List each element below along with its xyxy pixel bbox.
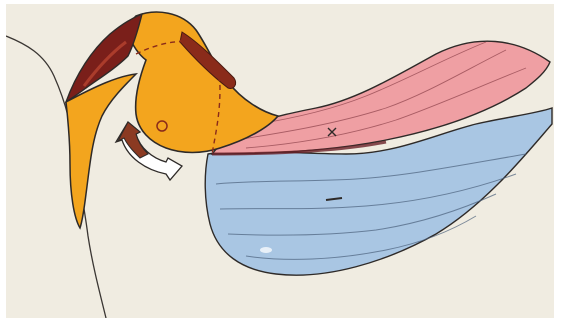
illustration [6, 4, 554, 318]
blue-highlight [260, 247, 272, 253]
anatomy-illustration-svg [6, 4, 554, 318]
